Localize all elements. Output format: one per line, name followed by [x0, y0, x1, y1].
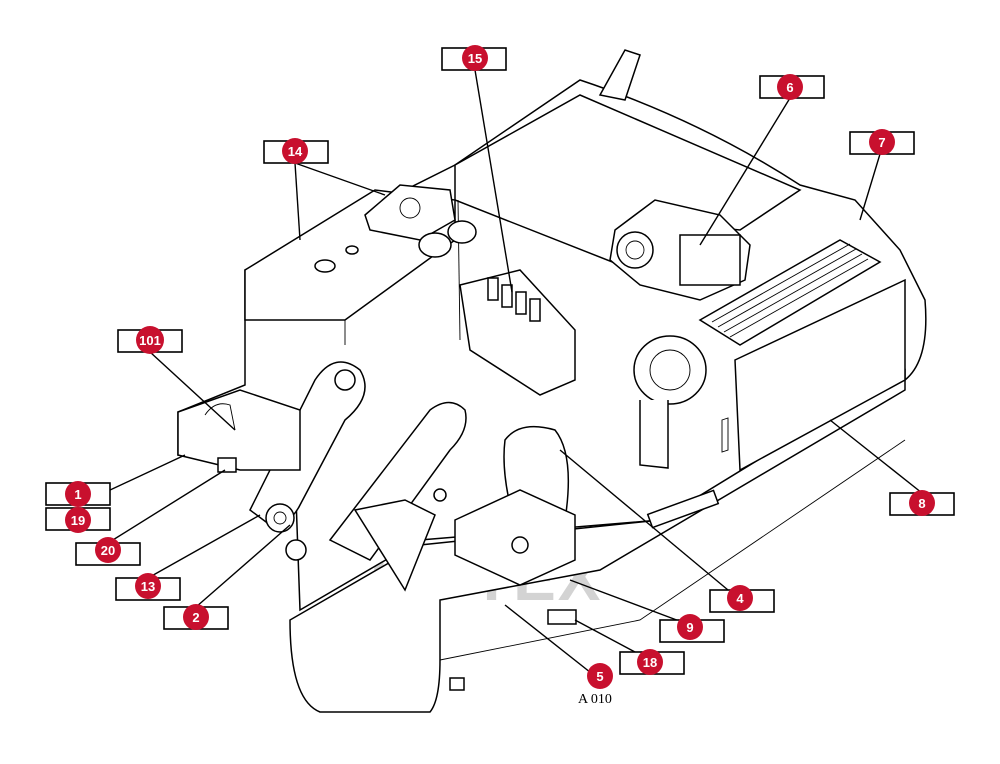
svg-text:8: 8	[918, 496, 925, 511]
callout-14[interactable]: 14	[263, 138, 329, 164]
callout-5[interactable]: 5	[587, 663, 613, 689]
svg-text:4: 4	[736, 591, 744, 606]
svg-text:13: 13	[141, 579, 155, 594]
callout-7[interactable]: 7	[849, 129, 915, 155]
figure-label: A 010	[578, 692, 612, 707]
svg-text:14: 14	[288, 144, 303, 159]
svg-text:6: 6	[786, 80, 793, 95]
svg-text:7: 7	[878, 135, 885, 150]
callout-2[interactable]: 2	[163, 604, 229, 630]
callout-6[interactable]: 6	[759, 74, 825, 100]
callout-9[interactable]: 9	[659, 614, 725, 643]
svg-text:18: 18	[643, 655, 657, 670]
machine-body	[177, 49, 927, 713]
svg-text:19: 19	[71, 513, 85, 528]
callout-8[interactable]: 8	[889, 490, 955, 516]
callout-15[interactable]: 15	[441, 45, 507, 71]
svg-text:5: 5	[596, 669, 603, 684]
callout-13[interactable]: 13	[115, 573, 181, 601]
callout-20[interactable]: 20	[75, 537, 141, 566]
svg-text:20: 20	[101, 543, 115, 558]
callouts: 15 6 7 14 101 8	[45, 45, 955, 689]
svg-text:15: 15	[468, 51, 482, 66]
callout-19[interactable]: 19	[45, 507, 111, 533]
radiator-grille	[711, 243, 869, 338]
callout-4[interactable]: 4	[709, 585, 775, 613]
svg-text:9: 9	[686, 620, 693, 635]
svg-text:1: 1	[74, 487, 81, 502]
callout-1[interactable]: 1	[45, 481, 111, 507]
svg-text:101: 101	[139, 333, 161, 348]
svg-text:2: 2	[192, 610, 199, 625]
callout-18[interactable]: 18	[619, 649, 685, 675]
leader-lines	[77, 69, 923, 681]
callout-101[interactable]: 101	[117, 326, 183, 354]
